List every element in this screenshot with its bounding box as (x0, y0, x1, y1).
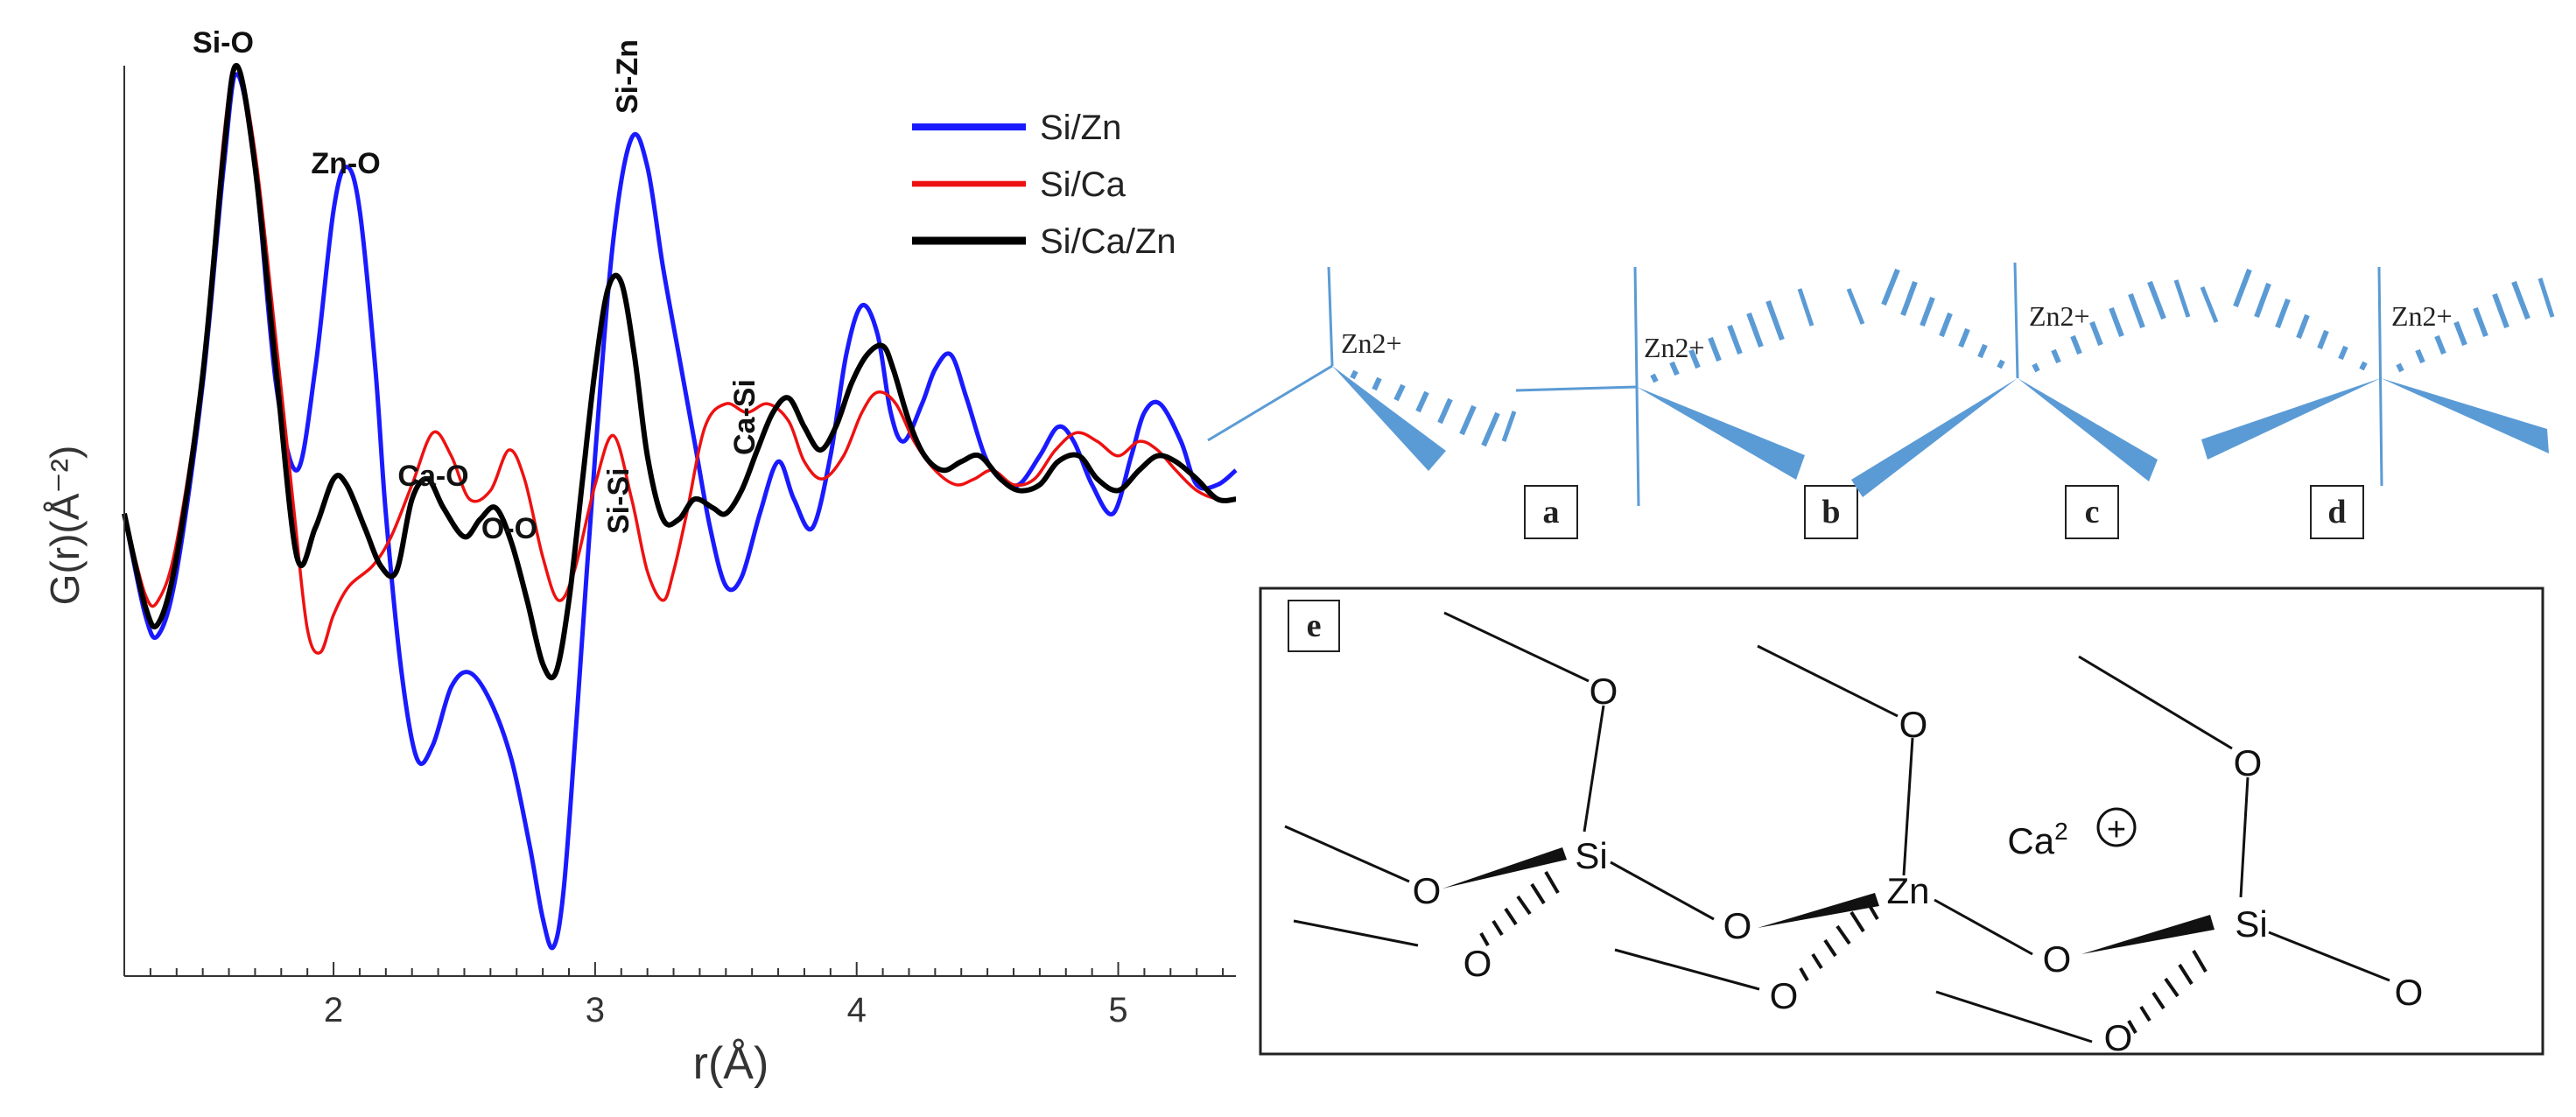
bond-line (1327, 266, 1334, 367)
zn-ion-label: Zn2+ (1341, 327, 1402, 359)
calcium-atom: Ca2 (2007, 818, 2067, 861)
hashed-bond (2200, 268, 2368, 371)
bond-line (1633, 266, 1640, 507)
wedge-bond (2201, 378, 2381, 460)
peak-label: Zn-O (311, 147, 380, 180)
zn-ion-label: Zn2+ (2391, 300, 2453, 332)
series-line-si-ca (123, 64, 1237, 655)
silicon-atom: Si (1575, 835, 1607, 876)
zn-ion-label: Zn2+ (1644, 332, 1705, 363)
hashed-bond (2032, 279, 2191, 373)
oxygen-atom: O (1413, 870, 1442, 911)
hashed-bond (1846, 268, 2005, 369)
zinc-atom: Zn (1886, 870, 1929, 911)
oxygen-atom: O (2395, 972, 2424, 1013)
structure-frame (1259, 587, 2544, 1056)
panel-label-c: c (2085, 494, 2100, 530)
peak-label: Ca-Si (728, 379, 762, 455)
oxygen-atom: O (1770, 975, 1799, 1016)
x-axis-label: r(Å) (693, 1038, 769, 1089)
zn-ion-label: Zn2+ (2029, 300, 2090, 332)
wedge-bond (2081, 915, 2215, 954)
series-line-si-ca-zn (122, 62, 1237, 681)
panel-label-box (2065, 485, 2119, 539)
wedge-bond (1637, 387, 1805, 480)
oxygen-atom: O (1463, 943, 1492, 984)
x-tick-label: 4 (847, 991, 867, 1029)
panel-label-e: e (1307, 608, 1322, 644)
panel-label-b: b (1821, 494, 1840, 530)
series-layer (122, 62, 1238, 951)
bond-lines (1284, 611, 2390, 1043)
panel-label-box (2310, 485, 2364, 539)
oxygen-atom: O (1590, 671, 1618, 712)
wedge-bond (2381, 378, 2549, 453)
positive-charge-icon: + (2107, 811, 2126, 848)
coordination-panel-c: Zn2+ c (1846, 262, 2191, 539)
panel-label-box (1804, 485, 1858, 539)
wedge-bond (1851, 378, 2018, 497)
peak-label: Si-Zn (611, 39, 644, 114)
wedge-bond (1442, 847, 1567, 889)
panel-label-d: d (2327, 494, 2346, 530)
peak-label: O-O (481, 512, 537, 545)
oxygen-atom: O (1723, 905, 1752, 946)
bond-line (1515, 385, 1638, 392)
coordination-panel-d: Zn2+ d (2200, 266, 2555, 539)
peak-label: Si-O (193, 26, 254, 60)
positive-charge-circle (2096, 807, 2137, 847)
y-axis-label: G(r)(Å⁻²) (42, 446, 88, 606)
legend-label: Si/Zn (1040, 109, 1121, 147)
x-tick-label: 5 (1108, 991, 1127, 1029)
silicon-atom: Si (2235, 903, 2267, 945)
oxygen-atom: O (1899, 704, 1928, 745)
peak-label: Ca-O (397, 460, 468, 493)
x-tick-layer: 2 3 4 5 (149, 962, 1225, 1029)
hashed-bond (1799, 896, 1879, 981)
wedge-bond (2018, 378, 2158, 481)
hashed-bond (2396, 277, 2555, 373)
oxygen-atom: O (2234, 742, 2263, 783)
x-tick-label: 3 (586, 991, 605, 1029)
oxygen-atom: O (2104, 1017, 2133, 1058)
panel-label-box (1288, 600, 1340, 652)
oxygen-atom: O (2043, 938, 2072, 980)
structure-panel-e: e (1259, 587, 2544, 1058)
hashed-bond (1479, 870, 1560, 946)
peak-label: Si-Si (602, 467, 635, 534)
bond-line (1207, 364, 1333, 442)
calcium-charge: 2 (2054, 818, 2068, 845)
x-tick-label: 2 (324, 991, 343, 1029)
legend-label: Si/Ca/Zn (1040, 222, 1176, 261)
wedge-bond (1332, 366, 1446, 471)
hashed-bond (1650, 288, 1814, 383)
bond-line (2377, 266, 2383, 487)
hashed-bond (2127, 949, 2207, 1034)
panel-label-box (1524, 485, 1578, 539)
coordination-panel-b: Zn2+ b (1515, 266, 1858, 539)
legend-label: Si/Ca (1040, 165, 1127, 204)
bond-line (2013, 262, 2019, 379)
wedge-bond (1758, 893, 1879, 928)
hashed-bond (1350, 369, 1517, 447)
panel-label-a: a (1543, 494, 1560, 530)
coordination-panel-a: Zn2+ a (1207, 266, 1578, 539)
